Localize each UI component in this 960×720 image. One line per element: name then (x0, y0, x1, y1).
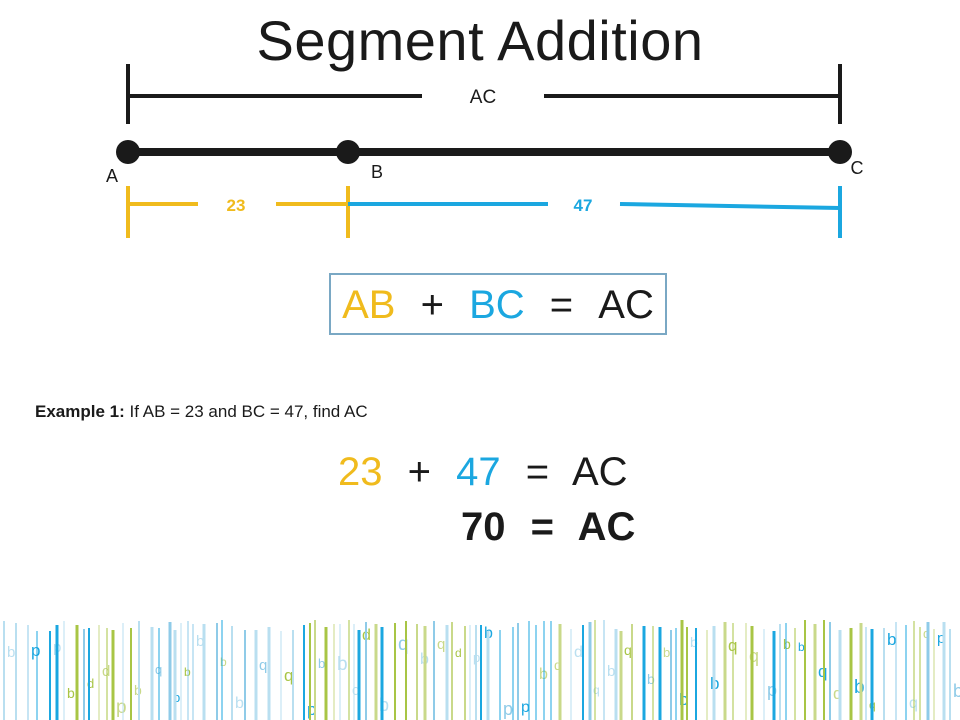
pattern-glyph: d (455, 646, 462, 660)
formula-box: AB + BC = AC (329, 273, 667, 335)
pattern-glyph: q (749, 646, 759, 666)
decorative-footer-pattern: bppbddpbqbbbbbqqpbbqdbqbqdpbppbddqbqbbbb… (3, 620, 960, 720)
segment-diagram: AC A B C 23 47 (106, 64, 864, 238)
pattern-glyph: b (7, 644, 15, 661)
pattern-glyph: b (887, 630, 896, 649)
formula-ac: AC (598, 283, 654, 327)
ac-bracket-label: AC (470, 87, 496, 108)
pattern-glyph: p (307, 700, 316, 719)
bc-measure-bracket (348, 186, 842, 238)
pattern-glyph: b (173, 690, 180, 705)
pattern-glyph: p (116, 697, 127, 718)
pattern-glyph: q (818, 662, 827, 681)
pattern-glyph: b (679, 690, 688, 709)
pattern-glyph: q (259, 657, 267, 674)
pattern-glyph: b (663, 645, 670, 660)
pattern-glyph: b (196, 633, 204, 650)
work-bc-value: 47 (456, 450, 501, 494)
formula-equals: = (549, 283, 574, 327)
pattern-glyph: p (767, 680, 777, 700)
point-a-label: A (106, 166, 118, 186)
pattern-glyph: d (574, 644, 583, 661)
pattern-glyph: b (690, 634, 698, 650)
point-a (116, 140, 140, 164)
work-line-2: 70 = AC (461, 505, 635, 550)
point-b-label: B (371, 162, 383, 182)
pattern-glyph: b (854, 677, 865, 698)
ab-measure-bracket (126, 186, 350, 238)
work-plus: + (407, 450, 431, 494)
pattern-glyph: b (318, 656, 325, 671)
pattern-glyph: b (67, 685, 75, 701)
pattern-glyph: q (284, 666, 293, 685)
work-result-ac: AC (577, 505, 636, 549)
formula-plus: + (420, 283, 444, 327)
point-c (828, 140, 852, 164)
pattern-glyph: p (31, 641, 40, 660)
pattern-glyph: b (783, 636, 791, 652)
pattern-glyph: d (87, 676, 94, 691)
pattern-glyph: b (647, 671, 655, 687)
pattern-glyph: q (909, 695, 918, 712)
work-ab-value: 23 (338, 450, 383, 494)
work-sum: 70 (461, 505, 506, 549)
pattern-glyph: q (624, 642, 632, 658)
pattern-glyph: p (503, 699, 513, 719)
pattern-glyph: q (398, 634, 409, 655)
pattern-glyph: d (102, 663, 110, 680)
bc-value-label: 47 (574, 196, 593, 215)
pattern-glyph: b (379, 695, 389, 715)
slide-title: Segment Addition (256, 9, 704, 72)
pattern-glyph: d (833, 684, 842, 703)
ab-value-label: 23 (227, 196, 246, 215)
formula-bc: BC (469, 283, 525, 327)
pattern-glyph: b (953, 681, 960, 701)
work-line-1: 23 + 47 = AC (338, 450, 628, 495)
point-b (336, 140, 360, 164)
example-label: Example 1: (35, 402, 125, 421)
work-result-equals: = (530, 505, 554, 549)
ac-bracket (126, 64, 842, 124)
example-text: If AB = 23 and BC = 47, find AC (129, 402, 368, 421)
pattern-glyph: b (235, 695, 244, 712)
pattern-glyph: b (337, 654, 348, 675)
work-equals: = (525, 450, 550, 494)
pattern-glyph: p (937, 630, 945, 647)
pattern-glyph: b (220, 655, 227, 669)
pattern-glyph: q (593, 683, 600, 697)
segment-addition-formula: AB + BC = AC (331, 283, 665, 328)
pattern-glyph: d (554, 657, 562, 673)
point-c-label: C (851, 158, 864, 178)
example-1: Example 1: If AB = 23 and BC = 47, find … (35, 402, 368, 422)
pattern-glyph: q (437, 636, 445, 653)
pattern-glyph: b (607, 663, 615, 680)
pattern-glyph: p (521, 699, 530, 716)
pattern-glyph: b (798, 640, 805, 654)
formula-ab: AB (342, 283, 396, 327)
pattern-glyph: q (352, 682, 360, 699)
work-ac: AC (572, 450, 628, 494)
